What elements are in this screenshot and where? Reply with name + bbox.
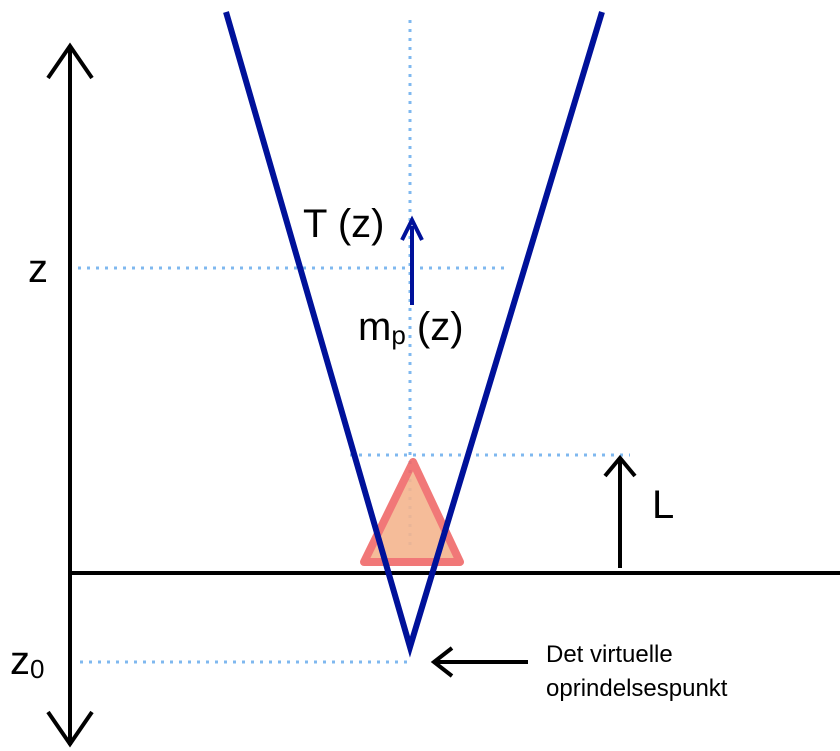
z-label: z [28, 247, 48, 291]
z0-label-sub: 0 [30, 654, 44, 684]
z0-label-main: z [10, 639, 30, 683]
z0-label: z0 [10, 639, 44, 684]
mp-label-main: m [358, 305, 391, 349]
heat-source-triangle [360, 458, 464, 566]
virtual-origin-note-line2: oprindelsespunkt [546, 675, 728, 702]
z-axis-top-arrowhead [46, 42, 94, 80]
virtual-origin-pointer-head [430, 646, 454, 678]
L-label: L [652, 483, 674, 527]
virtual-origin-note-line1: Det virtuelle [546, 641, 673, 668]
L-arrowhead [603, 454, 637, 478]
mp-label-rest: (z) [406, 305, 464, 349]
T-label: T (z) [303, 202, 384, 246]
plume-flux-arrowhead [400, 215, 424, 241]
z-axis-bottom-arrowhead [46, 710, 94, 748]
mp-label-sub: p [391, 320, 405, 350]
plume-cone [223, 11, 605, 658]
mp-label: mp (z) [358, 305, 464, 350]
